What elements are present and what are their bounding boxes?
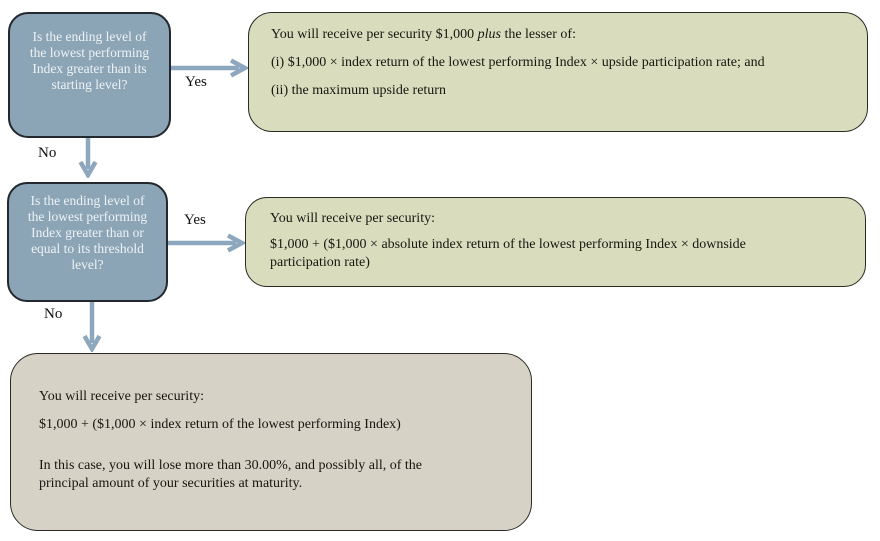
decision-box-threshold-level-line: Is the ending level of xyxy=(30,193,145,208)
outcome-loss-warning: In this case, you will lose more than 30… xyxy=(39,457,509,493)
arrow-no-down-top xyxy=(78,138,98,178)
decision-box-threshold-level-line: the lowest performing xyxy=(27,209,148,224)
outcome-absolute-formula-line: participation rate) xyxy=(270,255,370,270)
outcome-box-loss: You will receive per security: $1,000 + … xyxy=(10,353,532,531)
outcome-loss-warning-line: principal amount of your securities at m… xyxy=(39,476,303,491)
decision-box-starting-level-line: the lowest performing xyxy=(29,45,150,60)
decision-box-starting-level: Is the ending level of the lowest perfor… xyxy=(8,12,171,138)
decision-box-starting-level-line: Is the ending level of xyxy=(32,29,147,44)
edge-label-no-2: No xyxy=(44,306,63,322)
arrow-no-down-middle xyxy=(82,302,102,352)
outcome-upside-clause-ii: (ii) the maximum upside return xyxy=(271,83,446,98)
edge-label-yes-2: Yes xyxy=(184,212,206,228)
outcome-loss-intro: You will receive per security: xyxy=(39,389,204,404)
outcome-loss-warning-line: In this case, you will lose more than 30… xyxy=(39,458,422,473)
decision-box-threshold-level: Is the ending level of the lowest perfor… xyxy=(7,182,168,302)
edge-label-yes-1: Yes xyxy=(185,74,207,90)
outcome-absolute-formula-line: $1,000 + ($1,000 × absolute index return… xyxy=(270,237,746,252)
decision-box-threshold-level-line: equal to its threshold xyxy=(31,241,144,256)
decision-box-threshold-level-line: level? xyxy=(71,257,104,272)
outcome-box-absolute-return: You will receive per security: $1,000 + … xyxy=(245,197,866,287)
outcome-upside-intro-text: You will receive per security $1,000 xyxy=(271,27,478,42)
outcome-upside-intro-tail: the lesser of: xyxy=(500,27,576,42)
decision-box-threshold-level-line: Index greater than or xyxy=(31,225,144,240)
outcome-box-upside: You will receive per security $1,000 plu… xyxy=(248,12,868,132)
outcome-absolute-intro: You will receive per security: xyxy=(270,211,435,226)
edge-label-no-1: No xyxy=(38,145,57,161)
outcome-loss-formula: $1,000 + ($1,000 × index return of the l… xyxy=(39,417,401,432)
outcome-upside-intro: You will receive per security $1,000 plu… xyxy=(271,26,851,43)
decision-box-starting-level-line: Index greater than its xyxy=(32,61,147,76)
outcome-absolute-formula: $1,000 + ($1,000 × absolute index return… xyxy=(270,236,845,272)
arrow-yes-right-top xyxy=(171,58,249,78)
outcome-upside-intro-plus-italic: plus xyxy=(477,27,501,42)
arrow-yes-right-middle xyxy=(168,233,246,253)
decision-box-starting-level-line: starting level? xyxy=(51,77,128,92)
outcome-upside-clause-i: (i) $1,000 × index return of the lowest … xyxy=(271,55,765,70)
